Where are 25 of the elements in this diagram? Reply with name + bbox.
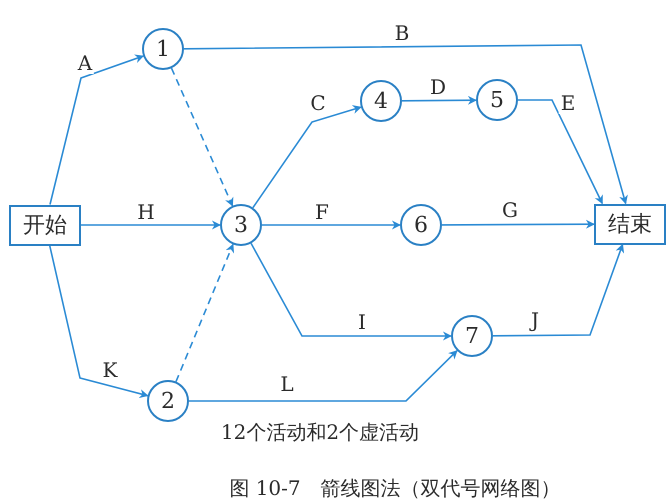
arrow: [250, 243, 452, 340]
event-circle: 1: [142, 28, 184, 70]
arrow: [442, 220, 595, 229]
arrow: [81, 220, 221, 230]
arrow: [49, 54, 144, 205]
arrow: [402, 96, 477, 105]
event-circle: 2: [147, 380, 189, 422]
terminal-box: 结束: [594, 204, 666, 244]
event-circle: 4: [360, 80, 402, 122]
arrow: [518, 99, 604, 204]
arrow: [170, 68, 234, 207]
arrow: [252, 105, 362, 208]
arrow: [493, 244, 624, 337]
event-circle: 7: [451, 315, 493, 357]
arrow: [48, 245, 149, 398]
edge-label: A: [76, 52, 94, 74]
event-circle: 3: [220, 204, 262, 246]
arrow: [175, 244, 234, 382]
event-circle: 6: [400, 204, 442, 246]
arrow: [184, 44, 628, 204]
arrow: [262, 220, 401, 230]
terminal-box: 开始: [9, 204, 81, 246]
event-circle: 5: [476, 79, 518, 121]
arrow: [189, 350, 458, 402]
edge-label: J: [528, 309, 542, 331]
